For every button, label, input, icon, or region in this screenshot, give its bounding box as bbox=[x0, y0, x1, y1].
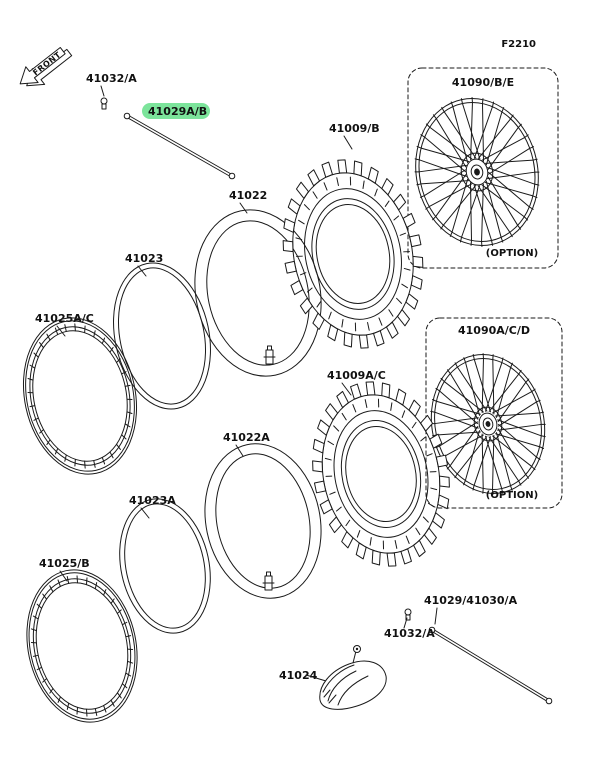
part-label-41029-41030a[interactable]: 41029/41030/A bbox=[424, 594, 518, 607]
option-label: (OPTION) bbox=[486, 248, 538, 259]
option-box-border bbox=[425, 317, 563, 509]
leader-line bbox=[137, 265, 147, 277]
part-41025ac-drawing bbox=[9, 307, 150, 485]
option-box-41090acd: 41090A/C/D (OPTION) bbox=[418, 317, 563, 509]
axle-rod-core bbox=[126, 115, 233, 177]
part-41022a-drawing bbox=[204, 443, 322, 599]
part-41023a: 41023A bbox=[119, 494, 211, 634]
part-41022a: 41022A bbox=[204, 431, 322, 599]
leader-line bbox=[56, 325, 66, 337]
part-41029-41030a-axle: 41029/41030/A bbox=[424, 594, 553, 705]
bolt-shank bbox=[405, 614, 411, 621]
part-41090be-drawing bbox=[401, 86, 552, 258]
part-41029ab-axle: 41029A/B bbox=[123, 103, 236, 180]
highlight-41029ab bbox=[142, 103, 210, 119]
leader-line bbox=[341, 382, 352, 396]
part-label-41009ac[interactable]: 41009A/C bbox=[327, 369, 386, 382]
part-label-41023a[interactable]: 41023A bbox=[129, 494, 176, 507]
front-arrow-shadow bbox=[26, 48, 73, 87]
spokes bbox=[406, 92, 547, 253]
diagram-code: F2210 bbox=[501, 39, 536, 50]
part-41022: 41022 bbox=[194, 189, 322, 377]
part-41022-drawing bbox=[194, 209, 322, 377]
part-41032a-bottom: 41032/A bbox=[384, 608, 435, 640]
part-41009b-drawing bbox=[266, 147, 439, 361]
option-label: (OPTION) bbox=[486, 490, 538, 501]
valve-stem bbox=[263, 345, 276, 365]
part-label-41090be[interactable]: 41090/B/E bbox=[452, 76, 514, 89]
axle-end bbox=[428, 626, 436, 634]
leader-line bbox=[235, 444, 244, 457]
axle-end bbox=[545, 697, 553, 705]
leader-line bbox=[140, 507, 150, 519]
part-label-41009b[interactable]: 41009/B bbox=[329, 122, 380, 135]
part-label-41032a-bottom[interactable]: 41032/A bbox=[384, 627, 435, 640]
part-41025b-drawing bbox=[13, 559, 150, 732]
part-41024-drawing bbox=[319, 645, 387, 710]
bolt-head bbox=[404, 608, 412, 616]
bolt-shank bbox=[101, 103, 107, 110]
rim-nipples bbox=[401, 86, 552, 258]
tread-knobs bbox=[266, 147, 439, 361]
leader-line bbox=[59, 570, 68, 582]
tread-knobs bbox=[296, 369, 466, 579]
part-label-41022[interactable]: 41022 bbox=[229, 189, 267, 202]
tread-marks bbox=[282, 166, 423, 342]
part-41023a-drawing bbox=[119, 498, 211, 634]
valve-stem bbox=[262, 571, 275, 591]
leader-line bbox=[239, 202, 248, 214]
front-label: FRONT bbox=[31, 50, 63, 77]
part-label-41090acd[interactable]: 41090A/C/D bbox=[458, 324, 530, 337]
part-41032a-top: 41032/A bbox=[86, 72, 137, 110]
leader-line bbox=[343, 135, 353, 150]
part-label-41032a-top[interactable]: 41032/A bbox=[86, 72, 137, 85]
part-41009ac: 41009A/C bbox=[296, 369, 466, 579]
tread-marks bbox=[312, 388, 450, 559]
part-41024: 41024 bbox=[279, 645, 387, 710]
axle-end bbox=[123, 112, 131, 120]
part-41025ac: 41025A/C bbox=[9, 307, 150, 485]
part-41009ac-drawing bbox=[296, 369, 466, 579]
spokes bbox=[423, 348, 554, 499]
part-label-41024[interactable]: 41024 bbox=[279, 669, 318, 682]
option-box-border bbox=[407, 67, 559, 269]
part-41009b: 41009/B bbox=[266, 122, 439, 361]
leader-line bbox=[100, 85, 105, 97]
axle-end bbox=[228, 172, 236, 180]
spoke-nipples bbox=[19, 566, 146, 726]
part-41025b: 41025/B bbox=[13, 557, 150, 733]
rim-lock-stem bbox=[352, 650, 357, 664]
rim-nipples bbox=[418, 343, 559, 506]
part-41023: 41023 bbox=[113, 252, 211, 410]
part-label-41022a[interactable]: 41022A bbox=[223, 431, 270, 444]
leader-line bbox=[434, 607, 438, 625]
part-41023-drawing bbox=[113, 262, 211, 410]
front-direction-arrow: FRONT bbox=[19, 46, 73, 87]
front-arrow-shape bbox=[19, 46, 66, 85]
part-label-41023[interactable]: 41023 bbox=[125, 252, 163, 265]
bolt-head bbox=[100, 97, 108, 105]
option-box-41090be: 41090/B/E (OPTION) bbox=[401, 67, 559, 269]
part-label-41029ab[interactable]: 41029A/B bbox=[148, 105, 207, 118]
part-label-41025b[interactable]: 41025/B bbox=[39, 557, 90, 570]
axle-rod-core bbox=[431, 629, 550, 702]
part-41090acd-drawing bbox=[418, 343, 559, 506]
leader-line bbox=[305, 674, 327, 682]
spoke-nipples bbox=[15, 314, 145, 478]
